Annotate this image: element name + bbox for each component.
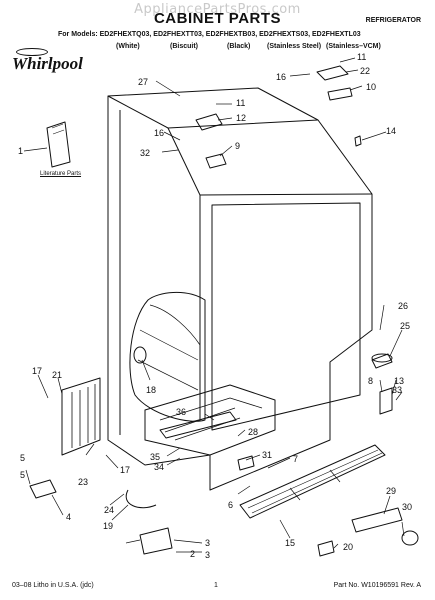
callout-11: 11 [236,98,245,108]
cabinet-front-corner [167,127,201,196]
callout-25: 25 [400,321,410,331]
toe-grille [239,444,386,519]
callout-16: 16 [154,128,164,138]
callout-19: 19 [103,521,113,531]
page-title: CABINET PARTS [153,10,282,27]
clip-part [354,135,362,147]
footer-page-number: 1 [214,582,218,589]
callout-15: 15 [285,538,295,548]
callout-10: 10 [366,82,376,92]
callout-34: 34 [154,462,164,472]
models-line: For Models: ED2FHEXTQ03, ED2FHEXTT03, ED… [58,31,361,38]
cabinet-front-opening [199,193,373,431]
callout-4: 4 [66,512,71,522]
lower-hinge-plate [371,353,393,369]
callout-20: 20 [343,542,353,552]
finish-stainless-vcm: (Stainless–VCM) [326,43,381,50]
top-hinge-left [195,113,223,131]
callout-21: 21 [52,370,62,380]
category-label: REFRIGERATOR [365,17,421,24]
callout-24: 24 [104,505,114,515]
filter-cap [401,530,419,546]
watermark-text: AppliancePartsPros.com [134,2,301,17]
bracket-part [159,411,237,439]
finish-biscuit: (Biscuit) [170,43,198,50]
filter-housing-part [317,540,335,557]
callout-1: 1 [18,146,23,156]
callout-17: 17 [32,366,42,376]
cutaway-shading [137,304,201,391]
rear-vent-panel [61,377,101,456]
toe-grille-slats [247,449,383,514]
literature-lines [51,123,65,135]
vent-slots [71,384,96,448]
callout-14: 14 [386,126,396,136]
callout-28: 28 [248,427,258,437]
callout-30: 30 [402,502,412,512]
compartment-ribs [159,397,263,441]
callout-9: 9 [235,141,240,151]
callout-7: 7 [293,454,298,464]
cabinet-cutaway [129,292,206,422]
cabinet-top-edge [107,95,319,129]
roller-bracket [371,353,393,363]
callout-31: 31 [262,450,272,460]
callout-16-b: 16 [276,72,286,82]
top-hinge-right [316,65,349,81]
callout-3: 3 [205,538,210,548]
callout-35: 35 [150,452,160,462]
whirlpool-logo: Whirlpool [12,48,83,74]
hinge-shim [327,87,353,101]
callout-26: 26 [398,301,408,311]
clip-part-2 [237,455,255,471]
callout-5: 5 [20,453,25,463]
water-valve [139,527,173,555]
callout-18: 18 [146,385,156,395]
callout-36: 36 [176,407,186,417]
literature-booklet [46,121,71,168]
finishes-row: (White) (Biscuit) (Black) (Stainless Ste… [0,43,435,53]
lower-hinge-bracket [379,387,393,415]
footer-litho: 03–08 Litho in U.S.A. (jdc) [12,582,94,589]
finish-stainless-steel: (Stainless Steel) [267,43,322,50]
callout-23: 23 [78,477,88,487]
finish-white: (White) [116,43,140,50]
callout-29: 29 [386,486,396,496]
leader-lines [23,57,405,553]
callout-12: 12 [236,113,246,123]
callout-3-b: 3 [205,550,210,560]
hinge-bracket [205,153,227,169]
literature-parts-label: Literature Parts [40,171,82,177]
logo-swoosh-icon [16,48,48,56]
callout-8: 8 [368,376,373,386]
cabinet-left-side [107,96,121,440]
callout-13: 13 [394,376,404,386]
callout-22: 22 [360,66,370,76]
drain-fitting [133,346,147,364]
toe-grille-clips [289,469,341,501]
callout-33: 33 [392,385,402,395]
leveling-leg [29,479,57,499]
cabinet-outline [107,87,373,491]
logo-brand-text: Whirlpool [12,54,83,73]
machine-compartment [144,384,276,456]
finish-black: (Black) [227,43,251,50]
water-tube [125,489,157,509]
callout-32: 32 [140,148,150,158]
callout-5-b: 5 [20,470,25,480]
callout-11-b: 11 [357,52,366,62]
callout-6: 6 [228,500,233,510]
callout-2: 2 [190,549,195,559]
callout-17-b: 17 [120,465,130,475]
footer-part-number: Part No. W10196591 Rev. A [333,582,421,589]
water-filter [351,507,403,533]
callout-27: 27 [138,77,148,87]
